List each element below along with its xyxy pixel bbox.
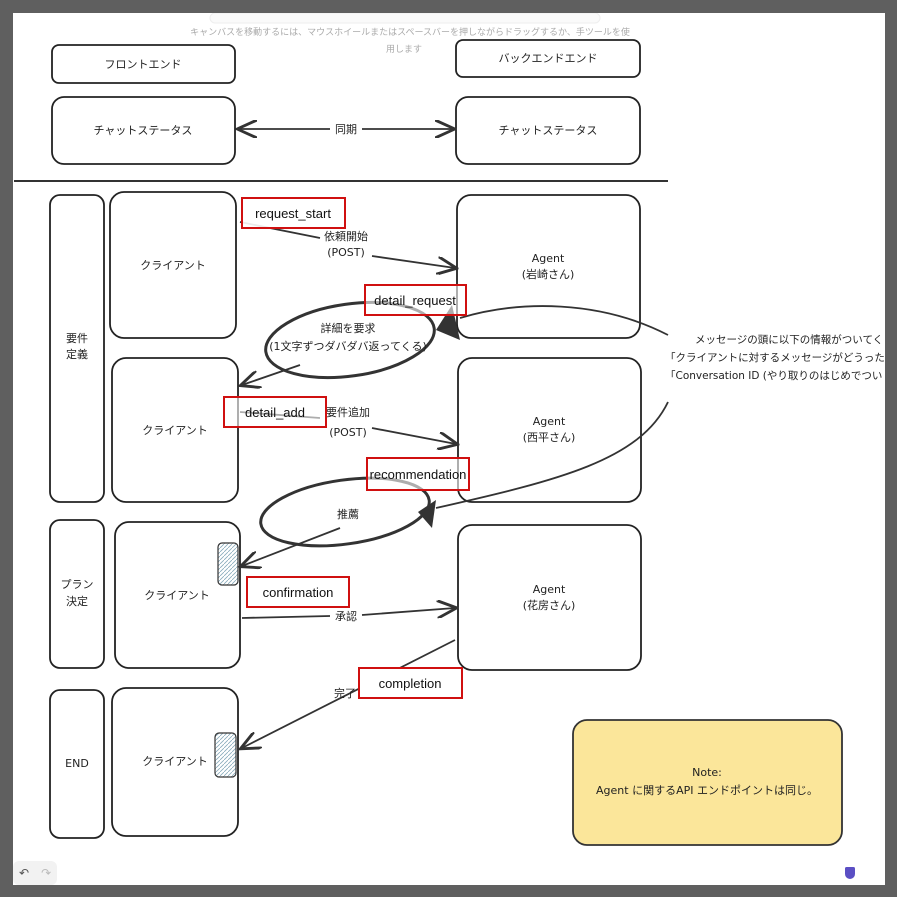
svg-text:(花房さん): (花房さん) [523, 599, 576, 612]
svg-text:(1文字ずつダバダバ返ってくる): (1文字ずつダバダバ返ってくる) [269, 339, 426, 353]
svg-text:チャットステータス: チャットステータス [94, 124, 193, 137]
svg-text:(岩崎さん): (岩崎さん) [522, 267, 575, 281]
svg-text:メッセージの頭に以下の情報がついてく: メッセージの頭に以下の情報がついてく [695, 333, 883, 346]
completion-arrow[interactable]: 完了 [242, 639, 456, 748]
svg-text:Agent に関するAPI エンドポイントは同じ。: Agent に関するAPI エンドポイントは同じ。 [596, 784, 818, 797]
svg-text:承認: 承認 [335, 609, 357, 623]
svg-text:依頼開始: 依頼開始 [324, 229, 368, 243]
svg-text:(西平さん): (西平さん) [523, 431, 576, 444]
whiteboard-canvas[interactable]: フロントエンド バックエンドエンド キャンバスを移動するには、マウスホイールまた… [13, 13, 885, 885]
svg-text:Note:: Note: [692, 766, 722, 779]
svg-text:詳細を要求: 詳細を要求 [321, 321, 376, 335]
svg-text:Agent: Agent [533, 415, 566, 428]
svg-text:(POST): (POST) [327, 246, 365, 259]
redo-icon[interactable]: ↷ [41, 866, 52, 880]
client-box-2[interactable]: クライアント [111, 357, 239, 503]
hint-text-2: 用します [386, 44, 422, 55]
svg-text:「Conversation ID (やり取りのはじめでつい: 「Conversation ID (やり取りのはじめでつい [665, 370, 882, 382]
svg-text:クライアント: クライアント [140, 259, 206, 272]
diagram: フロントエンド バックエンドエンド キャンバスを移動するには、マウスホイールまた… [14, 13, 885, 846]
shield-icon[interactable] [845, 867, 855, 879]
svg-text:Agent: Agent [532, 252, 565, 265]
marker-rect [214, 732, 237, 778]
svg-text:要件: 要件 [66, 332, 88, 345]
client-box-3[interactable]: クライアント [114, 521, 241, 669]
svg-text:Agent: Agent [533, 583, 566, 596]
undo-icon[interactable]: ↶ [19, 866, 30, 880]
side-note: メッセージの頭に以下の情報がついてく 「クライアントに対するメッセージがどうった… [665, 333, 885, 382]
svg-text:END: END [65, 757, 89, 770]
svg-text:要件追加: 要件追加 [326, 405, 370, 419]
recommendation-loop[interactable]: 推薦 [242, 401, 669, 566]
confirmation-arrow[interactable]: 承認 [241, 608, 455, 623]
chat-status-back[interactable]: チャットステータス [455, 96, 641, 165]
detail-request-loop[interactable]: 詳細を要求 (1文字ずつダバダバ返ってくる) [242, 293, 669, 388]
marker-rect [217, 542, 239, 586]
agent-box-1[interactable]: Agent (岩崎さん) [456, 194, 641, 339]
label-request-start[interactable]: request_start [241, 197, 346, 229]
request-start-arrow[interactable]: 依頼開始 (POST) [239, 221, 455, 268]
client-box-4[interactable]: クライアント [111, 687, 239, 837]
frontend-box[interactable]: フロントエンド [51, 44, 236, 84]
agent-box-2[interactable]: Agent (西平さん) [457, 357, 642, 503]
phase-end[interactable]: END [49, 689, 105, 839]
svg-text:request_start: request_start [255, 206, 331, 221]
svg-text:バックエンドエンド: バックエンドエンド [499, 52, 598, 65]
svg-text:クライアント: クライアント [142, 424, 208, 437]
svg-text:recommendation: recommendation [370, 467, 467, 482]
svg-text:プラン: プラン [61, 578, 94, 591]
hint-text: キャンバスを移動するには、マウスホイールまたはスペースバーを押しながらドラッグす… [190, 26, 630, 38]
chat-status-front[interactable]: チャットステータス [51, 96, 236, 165]
svg-text:detail_add: detail_add [245, 405, 305, 420]
backend-box[interactable]: バックエンドエンド [455, 39, 641, 78]
svg-text:定義: 定義 [66, 347, 88, 361]
svg-text:「クライアントに対するメッセージがどうった: 「クライアントに対するメッセージがどうった [665, 351, 885, 364]
svg-text:フロントエンド: フロントエンド [105, 58, 182, 71]
sync-arrow[interactable]: 同期 [239, 123, 453, 136]
svg-text:同期: 同期 [335, 123, 357, 136]
label-completion[interactable]: completion [358, 667, 463, 699]
label-detail-add[interactable]: detail_add [223, 396, 327, 428]
label-detail-request[interactable]: detail_request [364, 284, 467, 316]
svg-text:完了: 完了 [334, 686, 356, 700]
svg-text:決定: 決定 [66, 594, 88, 608]
svg-text:チャットステータス: チャットステータス [499, 124, 598, 137]
svg-text:推薦: 推薦 [337, 507, 359, 521]
svg-text:completion: completion [379, 676, 442, 691]
svg-text:confirmation: confirmation [263, 585, 334, 600]
svg-text:クライアント: クライアント [144, 589, 210, 602]
client-box-1[interactable]: クライアント [109, 191, 237, 339]
svg-text:(POST): (POST) [329, 426, 367, 439]
note-box[interactable]: Note: Agent に関するAPI エンドポイントは同じ。 [572, 719, 843, 846]
label-recommendation[interactable]: recommendation [366, 457, 470, 491]
undo-redo-toolbar: ↶ ↷ [13, 861, 58, 885]
agent-box-3[interactable]: Agent (花房さん) [457, 524, 642, 671]
svg-text:クライアント: クライアント [142, 755, 208, 768]
label-confirmation[interactable]: confirmation [246, 576, 350, 608]
svg-text:detail_request: detail_request [374, 293, 456, 308]
